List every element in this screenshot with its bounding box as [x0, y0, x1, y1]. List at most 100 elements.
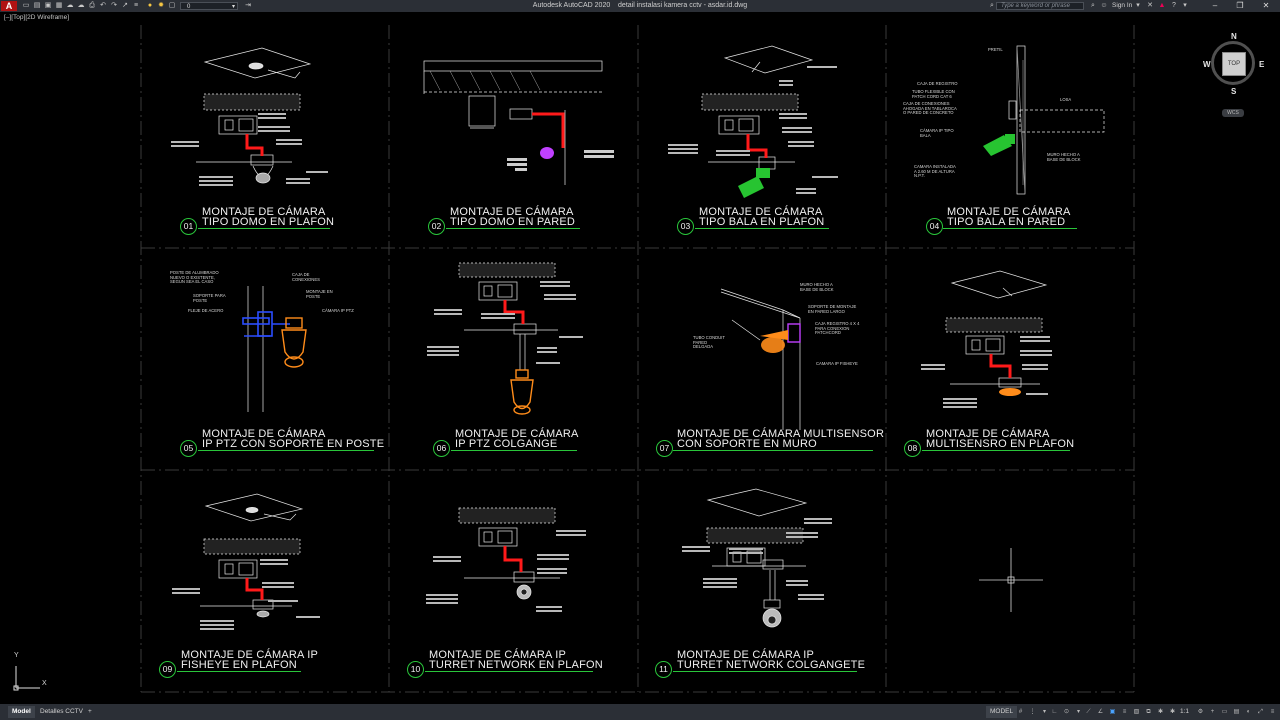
snap-icon[interactable]: ⋮ — [1029, 709, 1036, 715]
label-tubo-conduit: TUBO CONDUIT PARED DELGADA — [693, 335, 725, 350]
drawing-title-06-line1: MONTAJE DE CÁMARA — [455, 428, 579, 440]
drawing-canvas[interactable]: PRETIL LOSA CAJA DE REGISTRO TUBO FLEXIB… — [0, 12, 1280, 704]
transparency-icon[interactable]: ▧ — [1133, 709, 1140, 715]
drawing-number-09: 09 — [159, 661, 176, 678]
ortho-icon[interactable]: ∟ — [1051, 709, 1058, 715]
chevron-down-icon[interactable]: ▾ — [1076, 709, 1080, 715]
cloud-open-icon[interactable]: ☁ — [66, 2, 74, 9]
label-camara-ptz: CÁMARA IP PTZ — [322, 308, 354, 313]
print-icon[interactable]: ⎙ — [89, 2, 95, 9]
chevron-down-icon[interactable]: ▾ — [1042, 709, 1046, 715]
drawing-title-05-line1: MONTAJE DE CÁMARA — [202, 428, 326, 440]
redo-icon[interactable]: ↷ — [111, 2, 117, 9]
chevron-down-icon[interactable]: ▾ — [1183, 2, 1187, 9]
drawing-02-conduit — [532, 112, 565, 148]
overflow-icon[interactable]: ⇥ — [245, 2, 251, 9]
label-tubo-flexible: TUBO FLEXIBLE CON PATCH CORD CAT 6 — [912, 89, 955, 99]
annotation-visibility-icon[interactable]: ✱ — [1157, 709, 1164, 715]
drawing-title-09-line2: FISHEYE EN PLAFON — [181, 659, 297, 671]
label-poste: POSTE DE ALUMBRADO NUEVO O EXISTENTE, SE… — [170, 270, 219, 285]
layer-dropdown[interactable]: 0 ▾ — [180, 2, 238, 10]
open-icon[interactable]: ▤ — [33, 2, 41, 9]
drawing-06-illustration — [458, 262, 558, 370]
viewcube-south[interactable]: S — [1231, 87, 1237, 96]
title-underline — [177, 671, 301, 672]
drawing-number-04: 04 — [926, 218, 943, 235]
wcs-menu[interactable]: WCS — [1222, 109, 1244, 117]
polar-icon[interactable]: ⊙ — [1063, 709, 1070, 715]
drawing-02-dome-camera — [540, 147, 554, 159]
autodesk-store-icon[interactable]: ✕ — [1147, 2, 1153, 9]
title-underline — [451, 450, 577, 451]
viewport-controls[interactable]: [–][Top][2D Wireframe] — [4, 14, 70, 21]
layer-lock-icon[interactable]: ▢ — [168, 2, 176, 9]
viewcube-west[interactable]: W — [1203, 60, 1211, 69]
cloud-save-icon[interactable]: ☁ — [77, 2, 85, 9]
chevron-down-icon[interactable]: ▾ — [1136, 2, 1140, 9]
tab-detalles-cctv[interactable]: Detalles CCTV — [40, 708, 83, 715]
drawing-title-06-line2: IP PTZ COLGANGE — [455, 438, 558, 450]
viewcube[interactable]: TOP N S W E — [1203, 32, 1267, 97]
sun-icon[interactable]: ✹ — [158, 2, 164, 9]
osnap-tracking-icon[interactable]: ∠ — [1097, 709, 1104, 715]
minimize-icon[interactable]: – — [1212, 1, 1218, 10]
lineweight-icon[interactable]: ≡ — [1122, 709, 1127, 715]
viewcube-compass-ring[interactable] — [1211, 41, 1255, 85]
drawing-title-04-line2: TIPO BALA EN PARED — [947, 216, 1066, 228]
help-icon[interactable]: ? — [1172, 2, 1176, 9]
fullscreen-icon[interactable]: ⤢ — [1258, 709, 1263, 715]
a360-icon[interactable]: ▲ — [1158, 2, 1166, 9]
gear-icon[interactable]: ⚙ — [1197, 709, 1204, 715]
drawing-title-01-line2: TIPO DOMO EN PLAFON — [202, 216, 335, 228]
quick-properties-icon[interactable]: ▤ — [1233, 709, 1240, 715]
grid-icon[interactable]: # — [1018, 709, 1023, 715]
isodraft-icon[interactable]: ⟋ — [1086, 709, 1091, 715]
tab-model[interactable]: Model — [8, 706, 35, 718]
user-icon[interactable]: ☺ — [1100, 2, 1108, 9]
new-icon[interactable]: ▭ — [22, 2, 30, 9]
drawing-number-07: 07 — [656, 440, 673, 457]
application-menu-button[interactable]: A — [1, 1, 17, 11]
search-button[interactable]: ⌕ — [1091, 2, 1095, 9]
title-bar: A ▭ ▤ ▣ ▦ ☁ ☁ ⎙ ↶ ↷ ↗ ≡ ● ✹ ▢ 0 ▾ ⇥ Auto… — [0, 0, 1280, 12]
selection-cycling-icon[interactable]: ⧉ — [1146, 709, 1151, 715]
osnap-icon[interactable]: ▣ — [1109, 709, 1116, 715]
autoscale-icon[interactable]: ✱ — [1169, 709, 1176, 715]
label-muro: MURO HECHO A BASE DE BLOCK — [1047, 152, 1081, 162]
restore-icon[interactable]: ❐ — [1236, 1, 1244, 10]
units-icon[interactable]: ▭ — [1221, 709, 1228, 715]
viewcube-top-face[interactable]: TOP — [1222, 52, 1246, 76]
save-as-icon[interactable]: ▦ — [55, 2, 63, 9]
close-icon[interactable]: ✕ — [1262, 1, 1270, 10]
hamburger-icon[interactable]: ≡ — [1270, 709, 1275, 715]
annotation-scale[interactable]: 1:1 — [1180, 708, 1190, 715]
add-layout-button[interactable]: + — [88, 708, 92, 715]
label-caja-registro: CAJA DE REGISTRO — [917, 81, 958, 86]
drawing-08-conduit — [989, 354, 1012, 378]
viewcube-north[interactable]: N — [1231, 32, 1237, 41]
title-underline — [198, 450, 374, 451]
label-montaje-poste: MONTAJE EN POSTE — [306, 289, 333, 299]
drawing-01-conduit — [245, 134, 264, 156]
drawing-title-03-line1: MONTAJE DE CÁMARA — [699, 206, 823, 218]
viewcube-east[interactable]: E — [1259, 60, 1265, 69]
drawing-svg — [13, 25, 1135, 693]
drawing-07-camera — [760, 323, 801, 353]
undo-icon[interactable]: ↶ — [100, 2, 106, 9]
drawing-05-illustration — [247, 286, 264, 412]
share-icon[interactable]: ↗ — [122, 2, 128, 9]
save-icon[interactable]: ▣ — [44, 2, 52, 9]
drawing-03-bullet-camera — [738, 176, 764, 198]
search-input[interactable]: Type a keyword or phrase — [996, 2, 1084, 10]
model-space-toggle[interactable]: MODEL — [986, 706, 1018, 718]
drawing-title-11-line2: TURRET NETWORK COLGANGETE — [677, 659, 866, 671]
workspace-icon[interactable]: ≡ — [133, 2, 139, 9]
title-underline — [922, 450, 1070, 451]
lightbulb-icon[interactable]: ● — [147, 2, 153, 9]
isolate-icon[interactable]: ◐ — [1246, 709, 1251, 715]
sign-in-button[interactable]: Sign In — [1112, 2, 1133, 9]
plus-icon[interactable]: + — [1210, 709, 1215, 715]
label-losa: LOSA — [1060, 97, 1072, 102]
label-soporte-poste: SOPORTE PARA POSTE — [193, 293, 226, 303]
layer-value: 0 — [187, 4, 191, 10]
